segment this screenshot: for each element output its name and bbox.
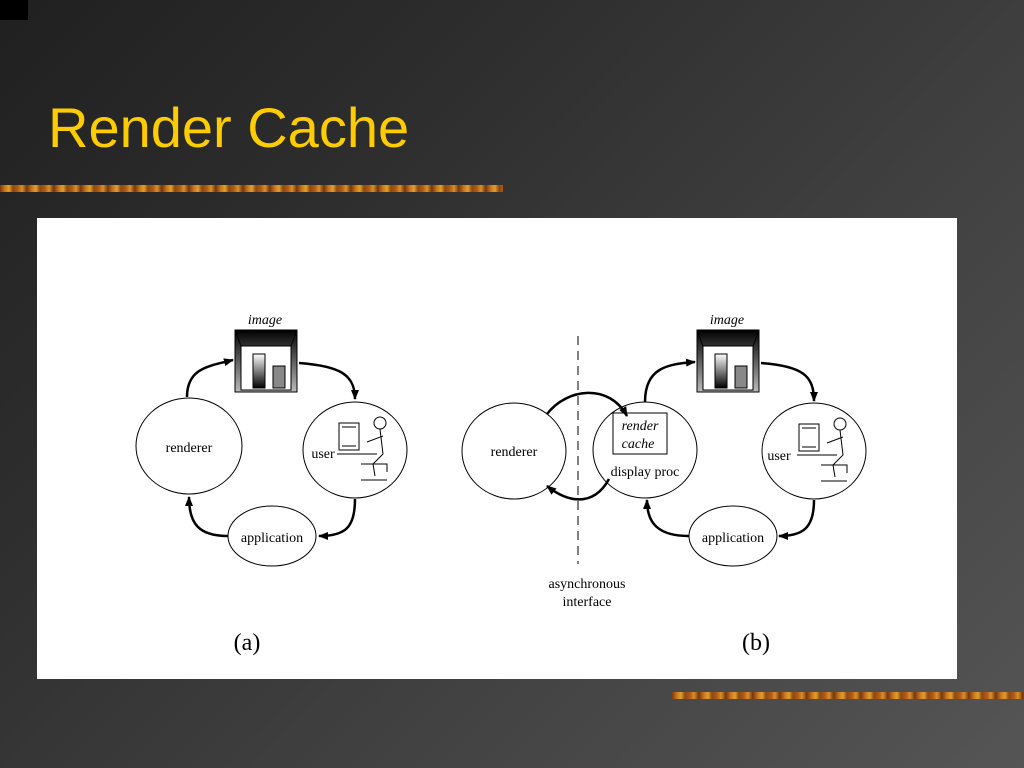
image-icon-b	[696, 329, 760, 393]
user-node-a	[302, 401, 408, 499]
image-label-a: image	[248, 313, 282, 328]
figure-svg: image renderer user	[135, 313, 867, 656]
renderer-node-a	[135, 397, 243, 495]
user-label-a: user	[311, 447, 335, 462]
user-at-computer-icon-a	[337, 416, 388, 481]
image-label-b: image	[710, 313, 744, 328]
render-cache-label-line2: cache	[622, 437, 655, 452]
user-node-b	[761, 402, 867, 500]
corner-mark	[0, 0, 28, 20]
renderer-label-b: renderer	[491, 445, 538, 460]
bottom-decorative-rule	[672, 692, 1024, 699]
renderer-label-a: renderer	[166, 441, 213, 456]
diagram-b: renderer render cache display proc image…	[461, 313, 867, 656]
image-icon-a	[234, 329, 298, 393]
arrow-renderer-to-image-a	[185, 358, 234, 398]
arrow-renderer-to-display-proc-b	[546, 391, 629, 417]
async-interface-label-line2: interface	[563, 595, 612, 610]
application-label-b: application	[702, 531, 764, 546]
application-label-a: application	[241, 531, 303, 546]
arrow-user-to-application-b	[778, 499, 816, 540]
arrow-application-to-display-proc-b	[643, 499, 690, 538]
arrow-display-proc-to-image-b	[643, 358, 696, 403]
arrow-image-to-user-b	[760, 361, 818, 402]
user-at-computer-icon-b	[797, 417, 848, 482]
caption-a: (a)	[234, 630, 261, 656]
user-label-b: user	[767, 449, 791, 464]
render-cache-label-line1: render	[622, 419, 659, 434]
slide-title: Render Cache	[48, 96, 410, 159]
title-underline-rule	[0, 185, 503, 192]
arrow-application-to-renderer-a	[185, 496, 229, 538]
arrow-image-to-user-a	[298, 361, 359, 400]
render-cache-figure: image renderer user	[37, 218, 957, 679]
diagram-a: image renderer user	[135, 313, 408, 656]
renderer-node-b	[461, 402, 567, 500]
async-interface-label-line1: asynchronous	[549, 577, 626, 592]
caption-b: (b)	[742, 630, 770, 656]
arrow-user-to-application-a	[318, 498, 357, 540]
render-cache-box	[612, 412, 668, 455]
arrow-display-proc-to-renderer-b	[546, 478, 611, 501]
display-proc-label: display proc	[611, 465, 680, 480]
